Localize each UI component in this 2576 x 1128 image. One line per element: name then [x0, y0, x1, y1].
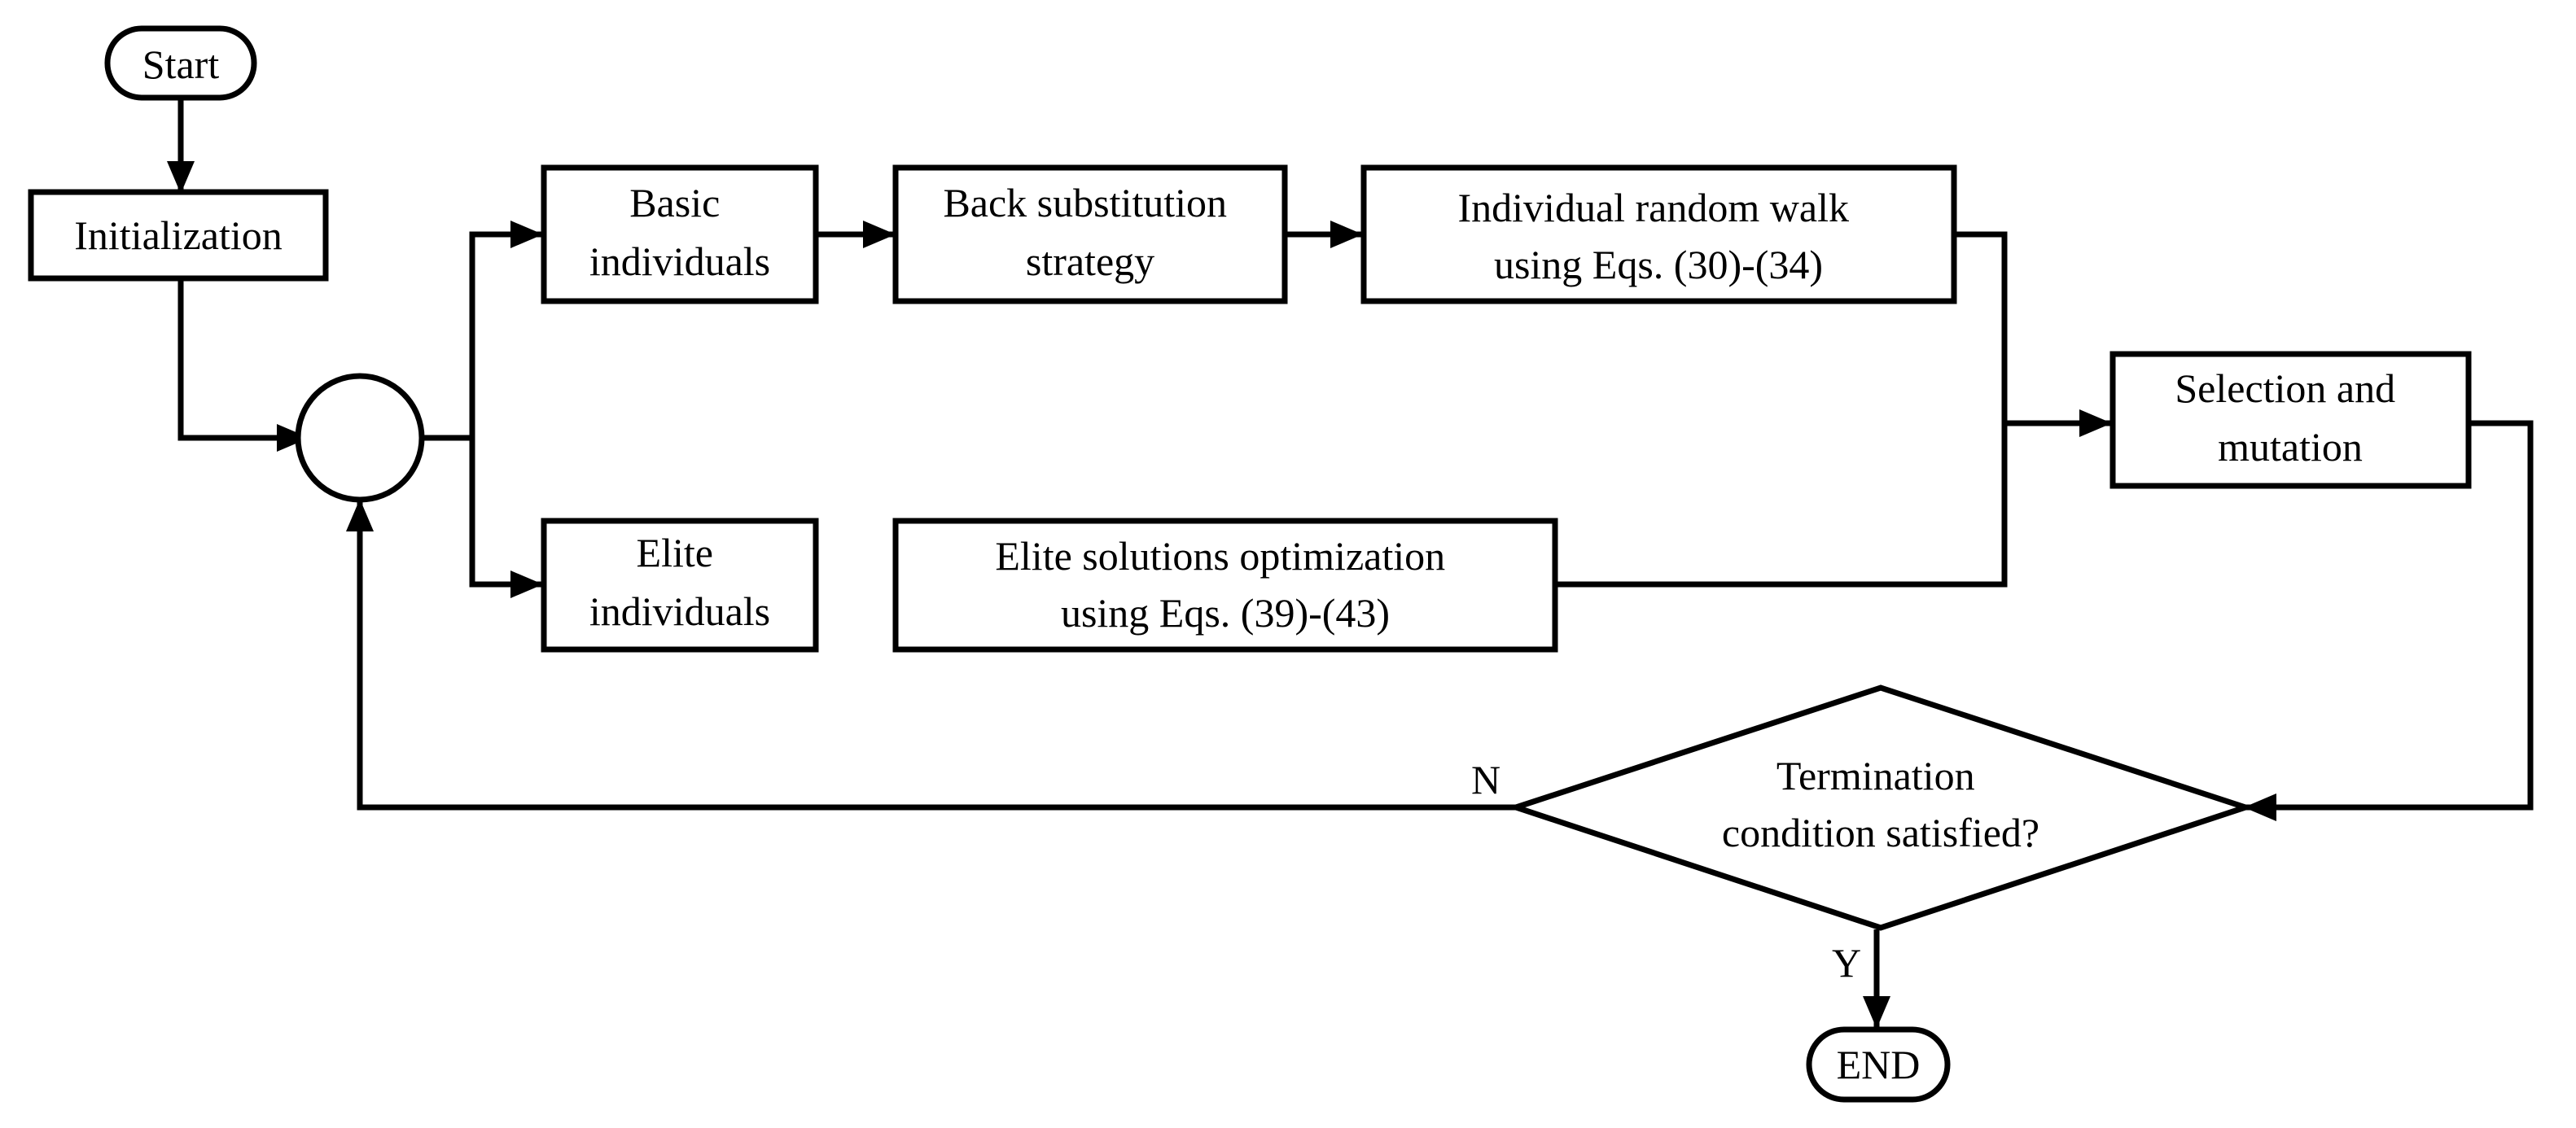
arrow-fork-to-elite [469, 438, 543, 598]
yes-branch-label: Y [1832, 940, 1861, 986]
end-node-label: END [1837, 1042, 1921, 1087]
initialization-node-label: Initialization [74, 212, 282, 258]
svg-text:END: END [1837, 1042, 1921, 1087]
elite-individuals-node: Elite individuals [541, 518, 819, 653]
svg-text:Basic individuals: Basic individuals [589, 180, 770, 284]
arrow-term-no-to-junction [346, 499, 1516, 811]
svg-text:Start: Start [142, 42, 220, 87]
svg-text:Initialization: Initialization [74, 212, 282, 258]
start-node: Start [104, 25, 257, 101]
elite-optimization-node: Elite solutions optimization using Eqs. … [892, 518, 1558, 653]
svg-text:Termination condition sa: Termination condition satisfied? [1722, 753, 2039, 855]
selection-mutation-line-1: Selection and [2175, 365, 2395, 411]
elite-individuals-line-2: individuals [589, 588, 770, 634]
basic-individuals-node: Basic individuals [541, 164, 819, 304]
arrow-fork-to-basic [469, 221, 543, 438]
termination-line-1: Termination [1776, 753, 1975, 798]
initialization-node: Initialization [28, 189, 329, 282]
line-eliteopt-to-merge [1555, 423, 2008, 588]
svg-text:Elite solutions optimization: Elite solutions optimization using Eqs. … [995, 533, 1455, 636]
basic-individuals-line-1: Basic [629, 180, 720, 225]
back-substitution-line-1: Back substitution [943, 180, 1227, 225]
svg-text:Selection and mutation: Selection and mutation [2175, 365, 2405, 470]
end-node: END [1806, 1026, 1951, 1103]
basic-individuals-line-2: individuals [589, 238, 770, 284]
back-substitution-line-2: strategy [1026, 238, 1154, 284]
random-walk-line-1: Individual random walk [1458, 185, 1849, 230]
selection-mutation-node: Selection and mutation [2109, 351, 2472, 489]
arrow-select-to-term [2244, 420, 2534, 821]
elite-optimization-line-2: using Eqs. (39)-(43) [1061, 590, 1390, 636]
connectors [167, 98, 2534, 1029]
elite-individuals-line-1: Elite [637, 530, 713, 575]
no-branch-label: N [1471, 757, 1500, 802]
termination-line-2: condition satisfied? [1722, 810, 2039, 855]
back-substitution-node: Back substitution strategy [892, 164, 1288, 304]
random-walk-line-2: using Eqs. (30)-(34) [1494, 242, 1823, 287]
line-walk-to-merge [1954, 231, 2008, 423]
random-walk-node: Individual random walk using Eqs. (30)-(… [1360, 164, 1957, 304]
junction-circle [295, 373, 425, 503]
start-node-label: Start [142, 42, 220, 87]
svg-text:Back substitution strate: Back substitution strategy [943, 180, 1237, 284]
svg-text:Elite individuals: Elite individuals [589, 530, 770, 634]
svg-text:Individual random walk u: Individual random walk using Eqs. (30)-(… [1458, 185, 1860, 287]
arrow-init-to-junction [177, 278, 309, 452]
termination-decision: Termination condition satisfied? [1506, 684, 2255, 931]
elite-optimization-line-1: Elite solutions optimization [995, 533, 1445, 579]
selection-mutation-line-2: mutation [2218, 424, 2363, 470]
